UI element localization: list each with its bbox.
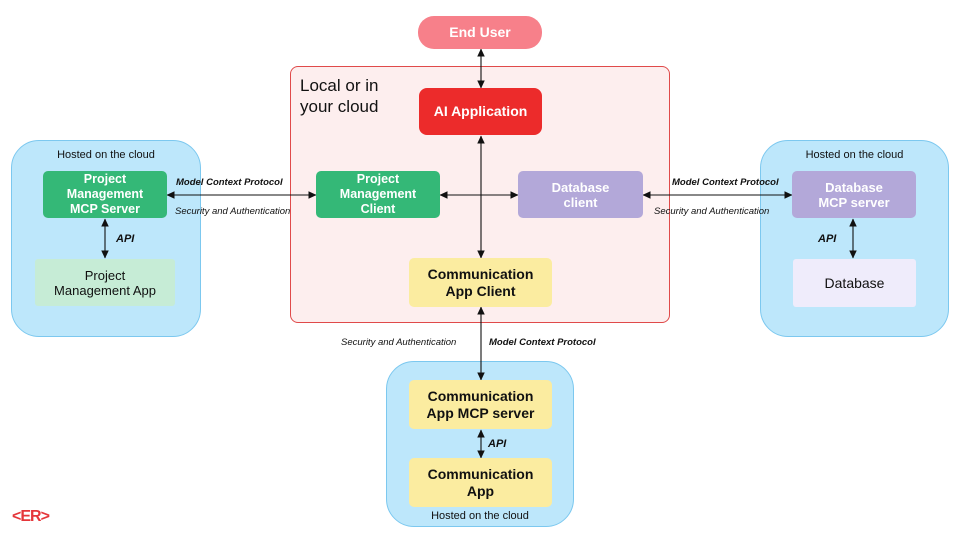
pm-server-line3: MCP Server [70,202,140,216]
pm-server-line2: Management [66,187,144,201]
left-cloud-label: Hosted on the cloud [57,149,155,161]
comm-server-line1: Communication [427,387,534,404]
bottom-security-label: Security and Authentication [341,337,457,348]
db-client-line1: Database [551,179,610,195]
comm-app-node: Communication App [409,458,552,507]
comm-client-line1: Communication [427,265,534,282]
comm-mcp-server-node: Communication App MCP server [409,380,552,429]
end-user-node: End User [418,16,542,49]
db-mcp-server-node: Database MCP server [792,171,916,218]
local-label-line2: your cloud [300,97,379,116]
right-cloud-label: Hosted on the cloud [805,149,904,161]
left-mcp-label: Model Context Protocol [176,177,283,188]
pm-app-node: Project Management App [35,259,175,306]
pm-mcp-server-node: Project Management MCP Server [43,171,167,218]
comm-app-line1: Communication [427,465,534,482]
right-security-label: Security and Authentication [654,206,770,217]
bottom-cloud-label: Hosted on the cloud [431,510,529,522]
brand-logo: <ER> [12,508,50,525]
local-cloud-label: Local or in your cloud [300,75,420,117]
pm-client-line2: Management [339,187,417,201]
database-node: Database [793,259,916,307]
pm-server-line1: Project [83,172,127,186]
ai-application-node: AI Application [419,88,542,135]
bottom-api-label: API [488,438,507,450]
pm-client-node: Project Management Client [316,171,440,218]
bottom-mcp-label: Model Context Protocol [489,337,596,348]
db-client-node: Database client [518,171,643,218]
left-security-label: Security and Authentication [175,206,291,217]
comm-app-line2: App [466,482,495,499]
pm-app-line1: Project [84,267,126,283]
db-client-line2: client [563,194,598,210]
db-server-line2: MCP server [818,194,890,210]
left-api-label: API [116,233,135,245]
right-api-label: API [818,233,837,245]
comm-client-node: Communication App Client [409,258,552,307]
comm-server-line2: App MCP server [426,404,535,421]
comm-client-line2: App Client [445,282,516,299]
pm-app-line2: Management App [54,282,156,298]
pm-client-line3: Client [360,202,396,216]
right-mcp-label: Model Context Protocol [672,177,779,188]
db-server-line1: Database [825,179,883,195]
local-label-line1: Local or in [300,76,379,95]
pm-client-line1: Project [356,172,400,186]
